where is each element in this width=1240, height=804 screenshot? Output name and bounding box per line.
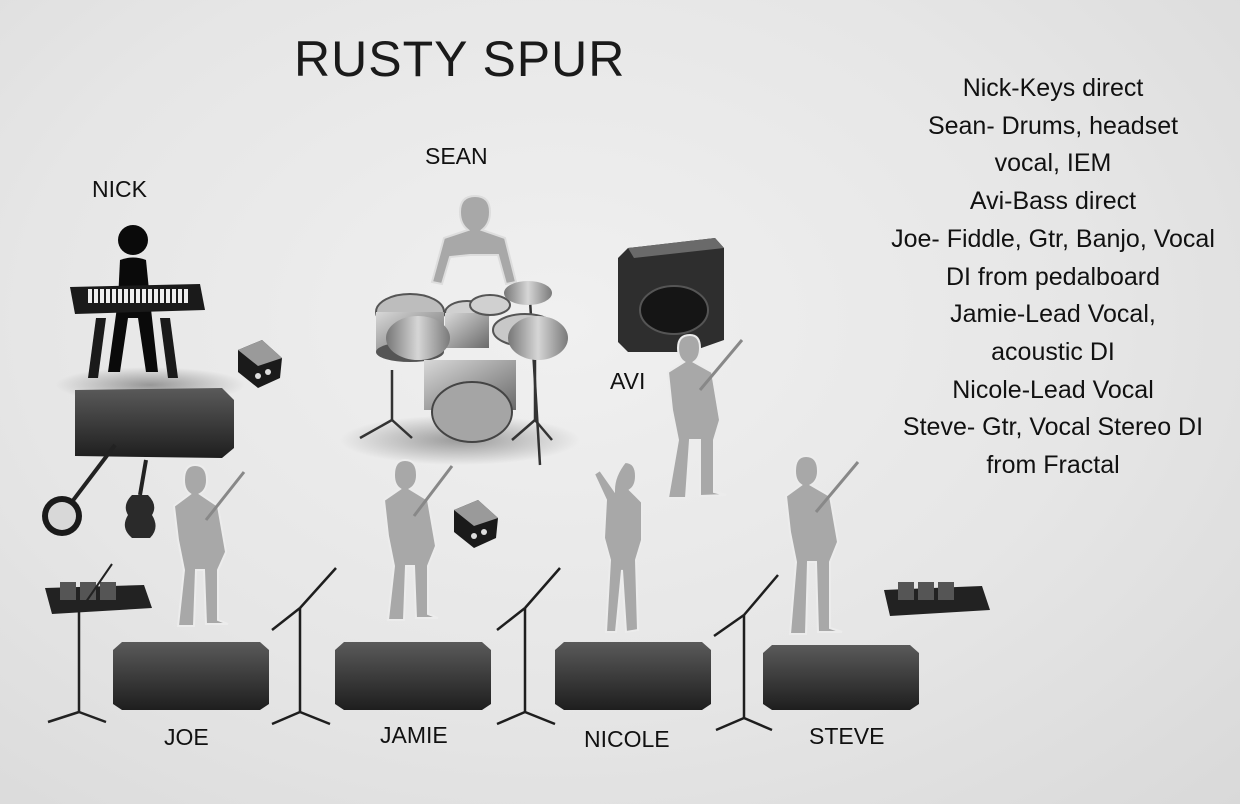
monitor-wedge-nicole — [555, 642, 711, 710]
label-jamie: JAMIE — [380, 722, 448, 748]
pedalboard-steve-icon — [884, 582, 990, 616]
note-line: Jamie-Lead Vocal, — [950, 300, 1156, 329]
note-line: Avi-Bass direct — [969, 187, 1137, 216]
jamie-silhouette — [382, 458, 454, 621]
mic-stand-icon — [713, 574, 779, 732]
note-line: from Fractal — [986, 451, 1120, 480]
nick-keyboard-player-icon — [55, 225, 245, 403]
mic-stand-icon — [271, 567, 337, 726]
di-box-icon — [238, 340, 282, 388]
drum-kit-icon — [340, 194, 580, 466]
note-line: Nicole-Lead Vocal — [952, 375, 1154, 404]
label-avi: AVI — [610, 368, 646, 394]
steve-silhouette — [784, 454, 860, 635]
mic-stand-icon — [496, 567, 561, 726]
bass-player-silhouette — [666, 333, 744, 499]
label-nick: NICK — [92, 176, 147, 202]
label-steve: STEVE — [809, 723, 885, 749]
monitor-wedge-jamie — [335, 642, 491, 710]
label-joe: JOE — [164, 724, 209, 750]
joe-silhouette — [172, 463, 246, 627]
label-nicole: NICOLE — [584, 726, 670, 752]
note-line: Steve- Gtr, Vocal Stereo DI — [902, 413, 1204, 442]
note-line: vocal, IEM — [994, 149, 1112, 178]
pedalboard-joe-icon — [45, 563, 152, 724]
label-sean: SEAN — [425, 143, 488, 169]
note-line: Nick-Keys direct — [962, 74, 1144, 102]
note-line: Joe- Fiddle, Gtr, Banjo, Vocal — [891, 224, 1215, 253]
fiddle-icon — [124, 459, 156, 538]
note-line: acoustic DI — [991, 337, 1115, 366]
note-line: Sean- Drums, headset — [927, 111, 1179, 140]
input-notes: Nick-Keys direct Sean- Drums, headset vo… — [872, 70, 1234, 485]
band-title: RUSTY SPUR — [294, 31, 626, 87]
bass-amp-icon — [618, 238, 724, 352]
di-box-icon — [454, 500, 498, 548]
banjo-icon — [42, 443, 117, 536]
note-line: DI from pedalboard — [945, 262, 1160, 291]
nicole-silhouette — [592, 460, 643, 634]
monitor-wedge-nick — [75, 388, 234, 458]
monitor-wedge-joe — [113, 642, 269, 710]
monitor-wedge-steve — [763, 645, 919, 710]
